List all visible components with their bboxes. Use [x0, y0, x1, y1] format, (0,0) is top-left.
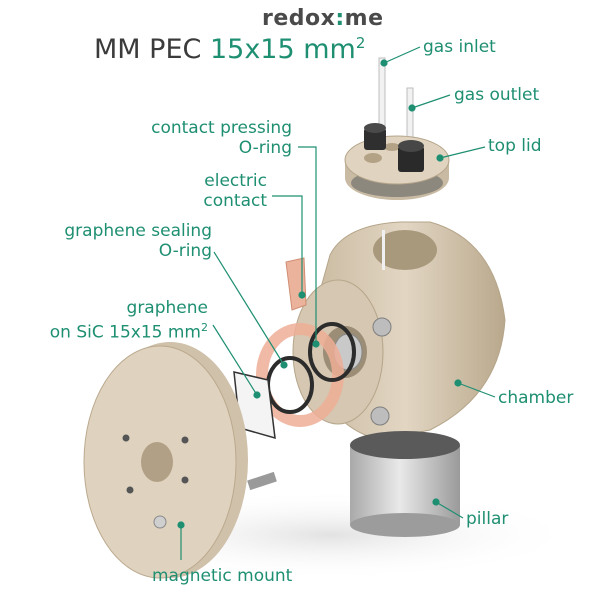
label-gas-inlet: gas inlet	[423, 37, 496, 57]
leader-contact-pressing	[298, 146, 317, 344]
leader-graphene	[212, 324, 258, 396]
label-graphene-line2-text: on SiC 15x15 mm	[49, 322, 201, 343]
label-contact-pressing-line2: O-ring	[238, 138, 292, 158]
title-accent: 15x15 mm2	[210, 34, 365, 65]
title-prefix: MM PEC	[94, 34, 202, 65]
label-chamber: chamber	[498, 388, 574, 408]
leader-top-lid-dot	[436, 154, 444, 162]
leader-graphene-sealing-dot	[280, 361, 288, 369]
gas-outlet-knob	[398, 140, 424, 172]
gas-inlet-knob	[364, 123, 386, 150]
contact-pressing-oring	[308, 322, 356, 382]
leader-contact-pressing-dot	[312, 340, 320, 348]
label-graphene-sealing: graphene sealing O-ring	[64, 221, 212, 261]
label-electric-contact-line1: electric	[204, 171, 267, 191]
top-lid	[344, 135, 450, 200]
leader-lines	[177, 46, 496, 560]
leader-chamber	[457, 382, 496, 398]
label-gas-outlet: gas outlet	[454, 85, 540, 105]
label-graphene: graphene on SiC 15x15 mm2	[50, 298, 208, 343]
brand-part2: me	[344, 6, 384, 31]
leader-graphene-dot	[253, 391, 261, 399]
label-top-lid: top lid	[488, 136, 542, 156]
label-electric-contact: electric contact	[203, 171, 267, 211]
label-graphene-superscript: 2	[201, 321, 208, 334]
leader-chamber-dot	[454, 379, 462, 387]
brand-part1: redox	[262, 6, 336, 31]
leader-pillar-dot	[432, 498, 440, 506]
label-electric-contact-line2: contact	[203, 191, 267, 211]
brand-separator: :	[335, 6, 345, 31]
page-title: MM PEC 15x15 mm2	[94, 34, 365, 65]
label-contact-pressing: contact pressing O-ring	[151, 118, 292, 158]
magnetic-mount-part	[83, 342, 277, 579]
leader-magnetic-mount-dot	[177, 521, 185, 529]
leader-gas-outlet	[411, 94, 451, 109]
label-pillar: pillar	[466, 509, 509, 529]
title-accent-text: 15x15 mm	[209, 34, 356, 65]
pillar-body	[350, 431, 460, 537]
label-graphene-line1: graphene	[126, 298, 208, 318]
label-graphene-line2: on SiC 15x15 mm2	[50, 318, 208, 343]
brand-logo: redox:me	[262, 6, 384, 31]
leader-gas-inlet	[383, 46, 421, 64]
leader-graphene-sealing	[213, 251, 285, 366]
leader-top-lid	[439, 146, 486, 159]
leader-gas-outlet-dot	[408, 104, 416, 112]
label-magnetic-mount: magnetic mount	[152, 566, 293, 586]
label-graphene-sealing-line2: O-ring	[158, 241, 212, 261]
leader-electric-contact-dot	[298, 291, 306, 299]
leader-electric-contact	[272, 195, 303, 295]
leader-pillar	[435, 501, 464, 519]
label-contact-pressing-line1: contact pressing	[151, 118, 292, 138]
title-superscript: 2	[355, 34, 366, 52]
leader-gas-inlet-dot	[380, 59, 388, 67]
label-graphene-sealing-line1: graphene sealing	[64, 221, 212, 241]
